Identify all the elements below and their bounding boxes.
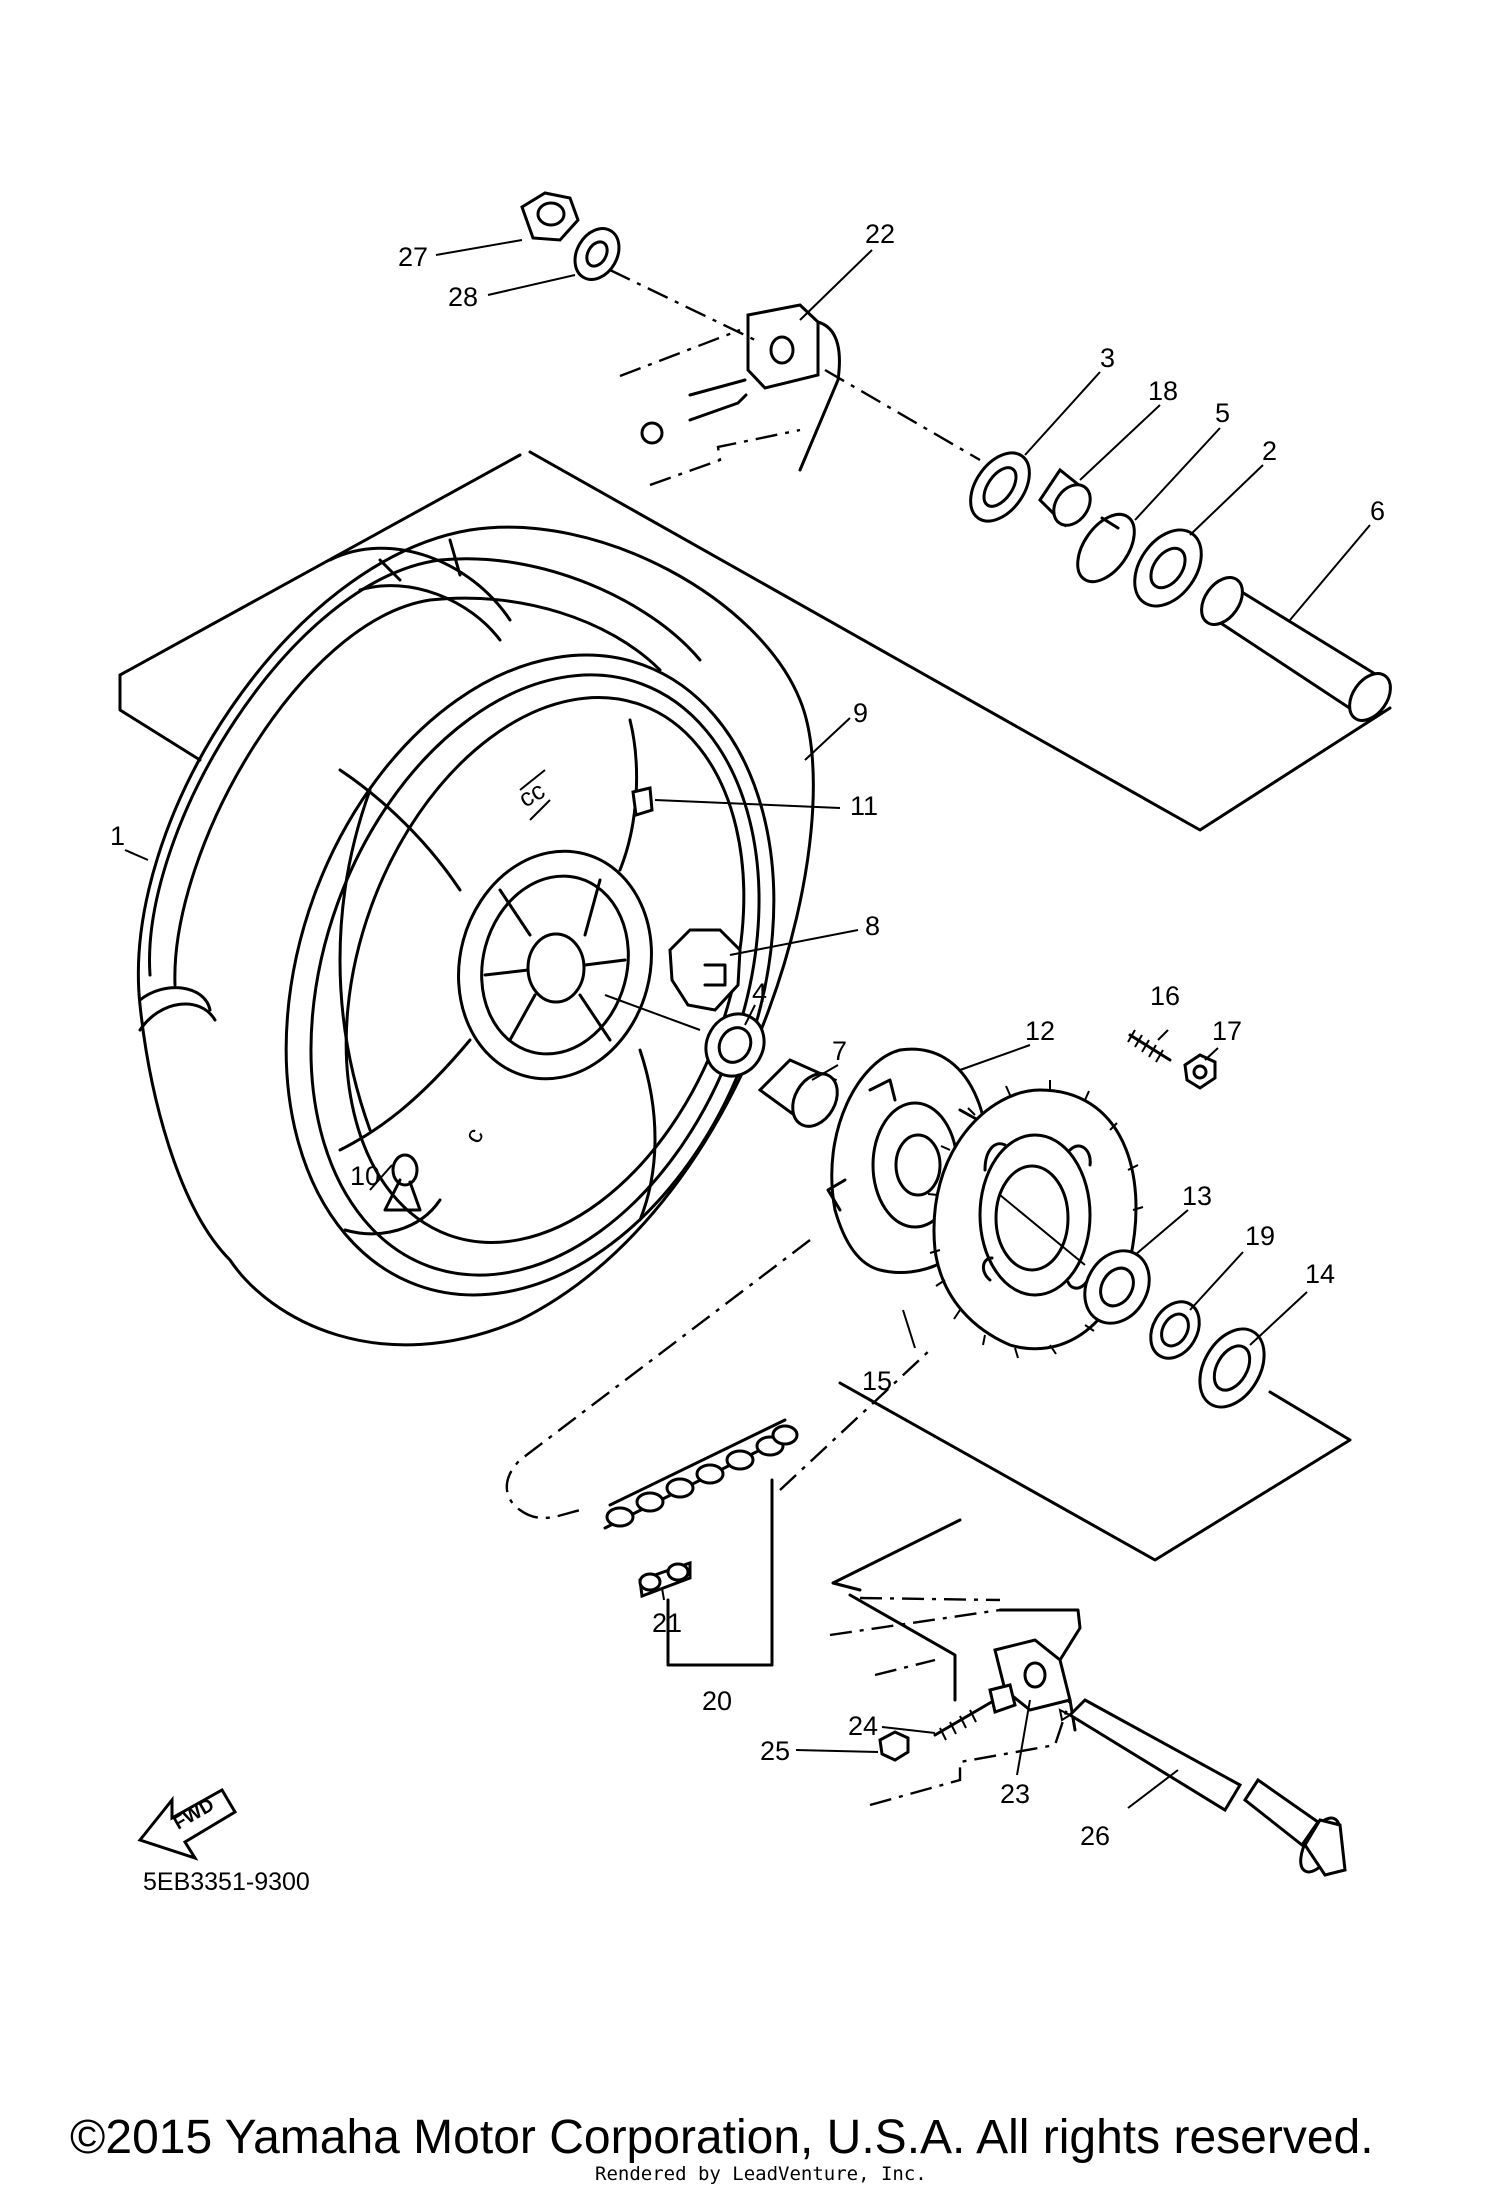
upper-plane <box>118 450 1392 832</box>
callout-20: 20 <box>702 1686 732 1716</box>
chain-links <box>605 1424 799 1528</box>
guide-line-top-3 <box>649 428 801 487</box>
callout-23: 23 <box>1000 1779 1030 1809</box>
callout-13: 13 <box>1182 1181 1212 1211</box>
part-26-wheel-axle[interactable] <box>1058 1698 1347 1878</box>
part-16-stud-bolt[interactable] <box>1127 1029 1172 1063</box>
part-25-nut[interactable] <box>878 1730 910 1762</box>
callout-24: 24 <box>848 1711 878 1741</box>
lower-plane <box>838 1381 1352 1562</box>
callout-17: 17 <box>1212 1016 1242 1046</box>
callout-27: 27 <box>398 242 428 272</box>
part-8-damper[interactable] <box>668 928 742 1012</box>
part-19-spacer[interactable] <box>1141 1293 1209 1367</box>
part-10-valve[interactable] <box>343 1153 442 1236</box>
wheel-hub: cc c <box>338 718 657 1222</box>
callout-26: 26 <box>1080 1821 1110 1851</box>
axis-line-sprocket <box>999 1194 1086 1266</box>
axis-line-hub <box>604 994 701 1031</box>
part-11-balance-weight[interactable] <box>631 786 654 817</box>
guide-line-top <box>619 328 741 378</box>
part-7-spacer[interactable] <box>757 1058 846 1134</box>
callout-12: 12 <box>1025 1016 1055 1046</box>
part-22-adjuster-block[interactable] <box>640 303 841 472</box>
part-code: 5EB3351-9300 <box>143 1868 310 1896</box>
fwd-arrow-icon: FWD <box>137 1787 238 1861</box>
callout-14: 14 <box>1305 1259 1335 1289</box>
svg-text:c: c <box>459 1123 489 1148</box>
callout-19: 19 <box>1245 1221 1275 1251</box>
callout-10: 10 <box>350 1161 380 1191</box>
bracket-20 <box>666 1478 774 1667</box>
lower-frame-dash <box>829 1596 1001 1677</box>
axis-line-top-2 <box>824 368 981 462</box>
callout-28: 28 <box>448 282 478 312</box>
part-21-master-link[interactable] <box>638 1560 692 1599</box>
part-14-oil-seal[interactable] <box>1187 1318 1277 1419</box>
callout-22: 22 <box>865 219 895 249</box>
part-1-tire[interactable] <box>137 525 815 1347</box>
callout-7: 7 <box>832 1036 847 1066</box>
callout-labels: 27 28 22 3 18 5 2 6 9 11 1 8 4 7 10 12 1… <box>110 219 1385 1851</box>
guide-line-lower <box>869 1699 1072 1807</box>
part-4-bearing[interactable] <box>695 1003 775 1086</box>
callout-11: 11 <box>850 791 878 821</box>
part-27-nut[interactable] <box>520 191 580 242</box>
part-24-bolt[interactable] <box>933 1683 1017 1741</box>
lower-frame-plane <box>831 1518 962 1702</box>
part-17-nut[interactable] <box>1183 1053 1217 1090</box>
callout-25: 25 <box>760 1736 790 1766</box>
callout-5: 5 <box>1215 398 1230 428</box>
callout-15: 15 <box>862 1366 892 1396</box>
callout-8: 8 <box>865 911 880 941</box>
part-20-drive-chain[interactable] <box>505 1239 931 1530</box>
leader-lines <box>124 239 1371 1809</box>
callout-2: 2 <box>1262 436 1277 466</box>
part-28-washer[interactable] <box>566 221 628 288</box>
callout-6: 6 <box>1370 496 1385 526</box>
callout-4: 4 <box>752 978 767 1008</box>
axis-line-top <box>609 268 756 342</box>
callout-18: 18 <box>1148 376 1178 406</box>
part-6-collar[interactable] <box>1193 570 1399 728</box>
part-18-spacer[interactable] <box>1038 467 1098 532</box>
copyright-notice: ©2015 Yamaha Motor Corporation, U.S.A. A… <box>70 2111 1374 2164</box>
part-5-circlip[interactable] <box>1066 504 1146 591</box>
part-3-oil-seal[interactable] <box>959 442 1042 532</box>
callout-16: 16 <box>1150 981 1180 1011</box>
svg-text:cc: cc <box>514 776 550 813</box>
callout-3: 3 <box>1100 343 1115 373</box>
callout-1: 1 <box>110 821 125 851</box>
callout-9: 9 <box>853 698 868 728</box>
callout-21: 21 <box>652 1608 682 1638</box>
rendered-by-credit: Rendered by LeadVenture, Inc. <box>595 2163 927 2185</box>
